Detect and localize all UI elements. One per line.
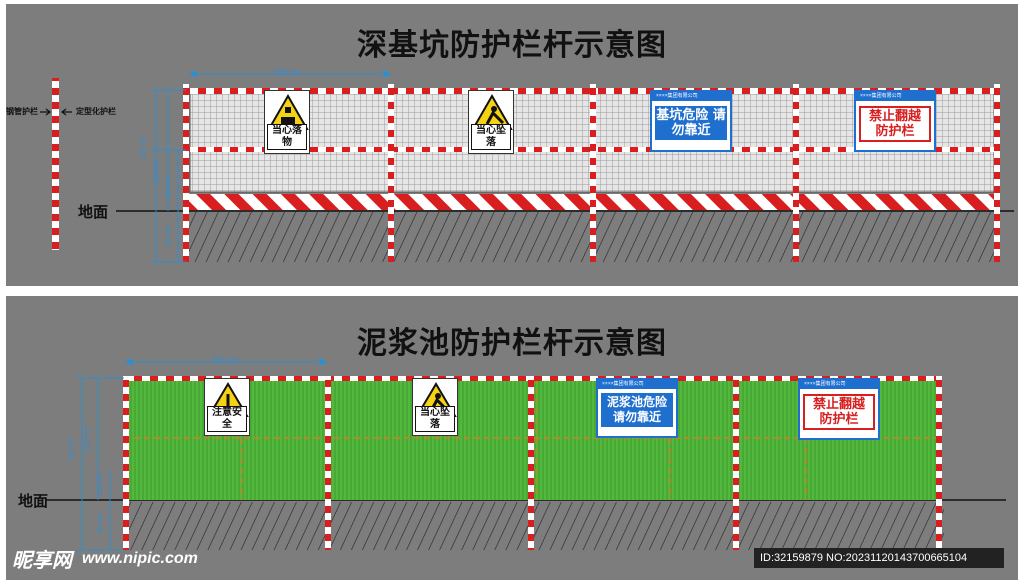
info-board: ××××集团有限公司 禁止翻越 防护栏 <box>854 90 936 152</box>
dimension-label: 50 cm <box>165 225 173 246</box>
sign-caption: 当心坠落 <box>471 124 511 150</box>
warning-sign: 当心落物 <box>264 90 310 154</box>
board-text: 泥浆池危险 请勿靠近 <box>601 393 673 427</box>
warning-sign: 注意安全 <box>204 378 250 436</box>
fence-posts <box>183 84 1000 262</box>
board-company: ××××集团有限公司 <box>652 92 730 101</box>
warning-sign: 当心坠落 <box>468 90 514 154</box>
watermark-id: ID:32159879 NO:20231120143700665104 <box>754 548 1004 568</box>
legend-label-standard: 定型化护栏 <box>76 107 116 116</box>
dimension-label: 120 cm <box>139 136 147 159</box>
sign-caption: 当心落物 <box>267 124 307 150</box>
arrow-icon <box>40 108 51 116</box>
dimension-label: 50 cm <box>97 513 105 534</box>
warning-sign: 当心坠落 <box>412 378 458 436</box>
board-text: 禁止翻越 防护栏 <box>859 106 931 142</box>
dimension-top-label: 200 cm <box>274 68 301 77</box>
board-company: ××××集团有限公司 <box>598 380 676 389</box>
diagram-title: 深基坑防护栏杆示意图 <box>357 28 667 63</box>
legend-label-steel: 钢管护栏 <box>6 107 38 116</box>
sign-caption: 注意安全 <box>207 406 247 432</box>
board-company: ××××集团有限公司 <box>800 380 878 389</box>
mud-pit-panel: 泥浆池防护栏杆示意图 <box>6 296 1018 580</box>
dimension-lines <box>151 70 392 263</box>
diagram-title: 泥浆池防护栏杆示意图 <box>357 326 667 361</box>
sign-caption: 当心坠落 <box>415 406 455 432</box>
deep-pit-fence-drawing <box>40 70 1014 263</box>
arrow-icon <box>61 108 72 116</box>
board-company: ××××集团有限公司 <box>856 92 934 101</box>
board-text: 禁止翻越 防护栏 <box>803 394 875 430</box>
legend-rail <box>52 78 59 250</box>
dimension-label: 110 cm <box>153 160 161 183</box>
info-board: ××××集团有限公司 禁止翻越 防护栏 <box>798 378 880 440</box>
ground-label: 地面 <box>78 204 109 221</box>
ground-label: 地面 <box>18 493 49 510</box>
deep-pit-panel: 深基坑防护栏杆示意图 <box>6 4 1018 286</box>
info-board: ××××集团有限公司 泥浆池危险 请勿靠近 <box>596 378 678 438</box>
dimension-label: 60 cm <box>165 177 173 198</box>
fence-posts <box>123 376 942 550</box>
soil-hatching <box>126 502 944 550</box>
dimension-label: 100 cm <box>83 428 91 451</box>
dimension-label: 120 cm <box>67 438 75 461</box>
watermark-brand: 昵享网 <box>12 550 72 572</box>
board-text: 基坑危险 请勿靠近 <box>655 106 727 140</box>
dimension-label: 20 cm <box>97 474 105 495</box>
watermark-site: www.nipic.com <box>82 550 198 567</box>
dimension-lines <box>76 358 328 551</box>
dimension-top-label: 200 cm <box>212 356 239 365</box>
info-board: ××××集团有限公司 基坑危险 请勿靠近 <box>650 90 732 152</box>
